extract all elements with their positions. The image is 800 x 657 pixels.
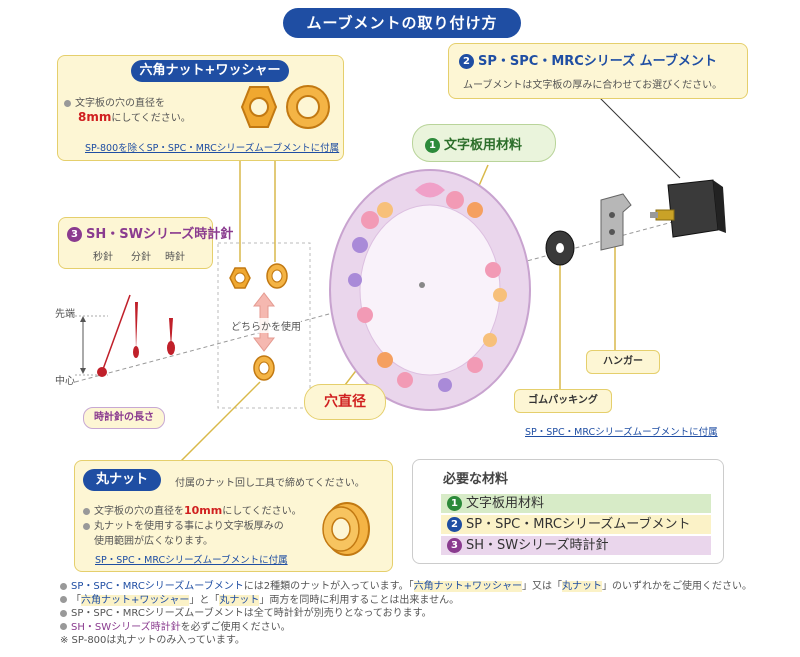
- required-num-badge: 3: [447, 538, 462, 553]
- note-3: SP・SPC・MRCシリーズムーブメントは全て時計針が別売りとなっております。: [60, 607, 790, 621]
- note-2c: 」と「: [189, 594, 220, 606]
- hex-nut-size: 8mm: [78, 110, 112, 124]
- note-2a: 「: [71, 594, 81, 606]
- hanger-icon: [600, 193, 632, 251]
- note-4: SH・SWシリーズ時計針を必ずご使用ください。: [60, 621, 790, 635]
- note-1a: SP・SPC・MRCシリーズムーブメント: [71, 581, 244, 592]
- clock-movement-icon: [650, 179, 726, 238]
- movement-heading-text: SP・SPC・MRCシリーズ ムーブメント: [478, 54, 717, 69]
- required-num-badge: 2: [447, 517, 462, 532]
- note-4b: を必ずご使用ください。: [180, 621, 291, 633]
- bullet-icon: [83, 507, 90, 515]
- hex-nut-washer-icon: [240, 85, 330, 129]
- note-2e: 」両方を同時に利用することは出来ません。: [259, 594, 460, 606]
- bullet-icon: [64, 99, 71, 107]
- round-nut-icon: [322, 502, 370, 556]
- hands-callout: 3 SH・SWシリーズ時計針 秒針 分針 時針: [58, 217, 233, 269]
- dial-label-name: 文字板用材料: [444, 138, 523, 153]
- page-title: ムーブメントの取り付け方: [283, 8, 521, 38]
- dial-num-badge: 1: [425, 138, 440, 153]
- hand-length-label: 時計針の長さ: [83, 407, 165, 429]
- center-label: 中心: [55, 376, 75, 387]
- required-title: 必要な材料: [443, 472, 509, 487]
- parts-note: SP・SPC・MRCシリーズムーブメントに付属: [525, 427, 718, 438]
- note-1c: 六角ナット+ワッシャー: [413, 581, 522, 592]
- second-hand-label: 秒針: [93, 252, 113, 263]
- round-nut-line1b: にしてください。: [222, 506, 302, 517]
- round-nut-heading: 丸ナット: [83, 469, 161, 491]
- note-2b: 六角ナット+ワッシャー: [81, 594, 190, 606]
- required-item-2: 2 SP・SPC・MRCシリーズムーブメント: [441, 515, 711, 534]
- movement-note: ムーブメントは文字板の厚みに合わせてお選びください。: [463, 80, 723, 91]
- bullet-icon: [60, 623, 67, 630]
- hands-num-badge: 3: [67, 227, 82, 242]
- clock-hands-icon: [97, 294, 175, 377]
- hex-nut-heading: 六角ナット+ワッシャー: [131, 60, 289, 82]
- round-nut-line1a: 文字板の穴の直径を: [94, 506, 184, 517]
- note-1f: 」のいずれかをご使用ください。: [601, 581, 752, 592]
- dial-label: 1 文字板用材料: [412, 124, 556, 162]
- note-1: SP・SPC・MRCシリーズムーブメントには2種類のナットが入っています。「六角…: [60, 580, 790, 594]
- note-4a: SH・SWシリーズ時計針: [71, 621, 181, 633]
- round-nut-line3: 使用範囲が広くなります。: [94, 536, 213, 547]
- tip-label: 先端: [55, 309, 75, 320]
- movement-heading: 2 SP・SPC・MRCシリーズ ムーブメント: [459, 50, 717, 69]
- hex-nut-text: 文字板の穴の直径を 8mmにしてください。: [64, 94, 214, 124]
- note-3a: SP・SPC・MRCシリーズムーブメントは全て時計針が別売りとなっております。: [71, 608, 432, 619]
- hex-nut-line2: にしてください。: [111, 113, 191, 124]
- round-nut-callout: 丸ナット 付属のナット回し工具で締めてください。 文字板の穴の直径を10mmにし…: [74, 460, 393, 572]
- gasket-label: ゴムパッキング: [514, 389, 612, 413]
- required-num-badge: 1: [447, 496, 462, 511]
- required-list: 1 文字板用材料 2 SP・SPC・MRCシリーズムーブメント 3 SH・SWシリーズ…: [441, 494, 711, 557]
- round-nut-line2: 丸ナットを使用する事により文字板厚みの: [94, 521, 284, 532]
- note-2: 「六角ナット+ワッシャー」と「丸ナット」両方を同時に利用することは出来ません。: [60, 594, 790, 608]
- hour-hand-label: 時針: [165, 252, 185, 263]
- required-materials-box: 必要な材料 1 文字板用材料 2 SP・SPC・MRCシリーズムーブメント 3 SH・…: [412, 459, 724, 564]
- hanger-label: ハンガー: [586, 350, 660, 374]
- required-item-label: 文字板用材料: [466, 496, 545, 511]
- note-2d: 丸ナット: [219, 594, 260, 606]
- required-item-label: SP・SPC・MRCシリーズムーブメント: [466, 517, 691, 532]
- required-item-label: SH・SWシリーズ時計針: [466, 538, 609, 553]
- required-item-3: 3 SH・SWシリーズ時計針: [441, 536, 711, 555]
- round-nut-size: 10mm: [184, 504, 223, 517]
- note-1b: には2種類のナットが入っています。「: [243, 581, 414, 592]
- bullet-icon: [83, 522, 90, 530]
- hole-diameter-label: 穴直径: [304, 384, 386, 420]
- note-5: ※ SP-800は丸ナットのみ入っています。: [60, 634, 790, 648]
- clock-dial-icon: [329, 169, 531, 411]
- round-nut-text: 文字板の穴の直径を10mmにしてください。 丸ナットを使用する事により文字板厚み…: [83, 503, 308, 549]
- minute-hand-label: 分針: [131, 252, 151, 263]
- note-1d: 」又は「: [521, 581, 562, 592]
- movement-callout: 2 SP・SPC・MRCシリーズ ムーブメント ムーブメントは文字板の厚みに合わせ…: [448, 43, 748, 99]
- hex-nut-line1: 文字板の穴の直径を: [75, 98, 165, 109]
- either-label: どちらかを使用: [231, 318, 301, 333]
- rubber-gasket-icon: [545, 230, 575, 266]
- hands-heading: 3 SH・SWシリーズ時計針: [67, 223, 233, 242]
- note-1e: 丸ナット: [561, 581, 602, 592]
- round-nut-footnote: SP・SPC・MRCシリーズムーブメントに付属: [95, 555, 288, 566]
- bullet-icon: [60, 582, 67, 590]
- round-nut-intro: 付属のナット回し工具で締めてください。: [175, 478, 365, 489]
- bullet-icon: [60, 596, 67, 603]
- required-item-1: 1 文字板用材料: [441, 494, 711, 513]
- hex-nut-callout: 六角ナット+ワッシャー 文字板の穴の直径を 8mmにしてください。 SP-800…: [57, 55, 344, 161]
- movement-num-badge: 2: [459, 54, 474, 69]
- hands-heading-text: SH・SWシリーズ時計針: [86, 227, 234, 242]
- note-5a: ※ SP-800は丸ナットのみ入っています。: [60, 635, 245, 646]
- notes: SP・SPC・MRCシリーズムーブメントには2種類のナットが入っています。「六角…: [60, 580, 790, 648]
- bullet-icon: [60, 609, 67, 617]
- dial-label-text: 1 文字板用材料: [425, 134, 522, 153]
- hex-nut-footnote: SP-800を除くSP・SPC・MRCシリーズムーブメントに付属: [85, 143, 340, 154]
